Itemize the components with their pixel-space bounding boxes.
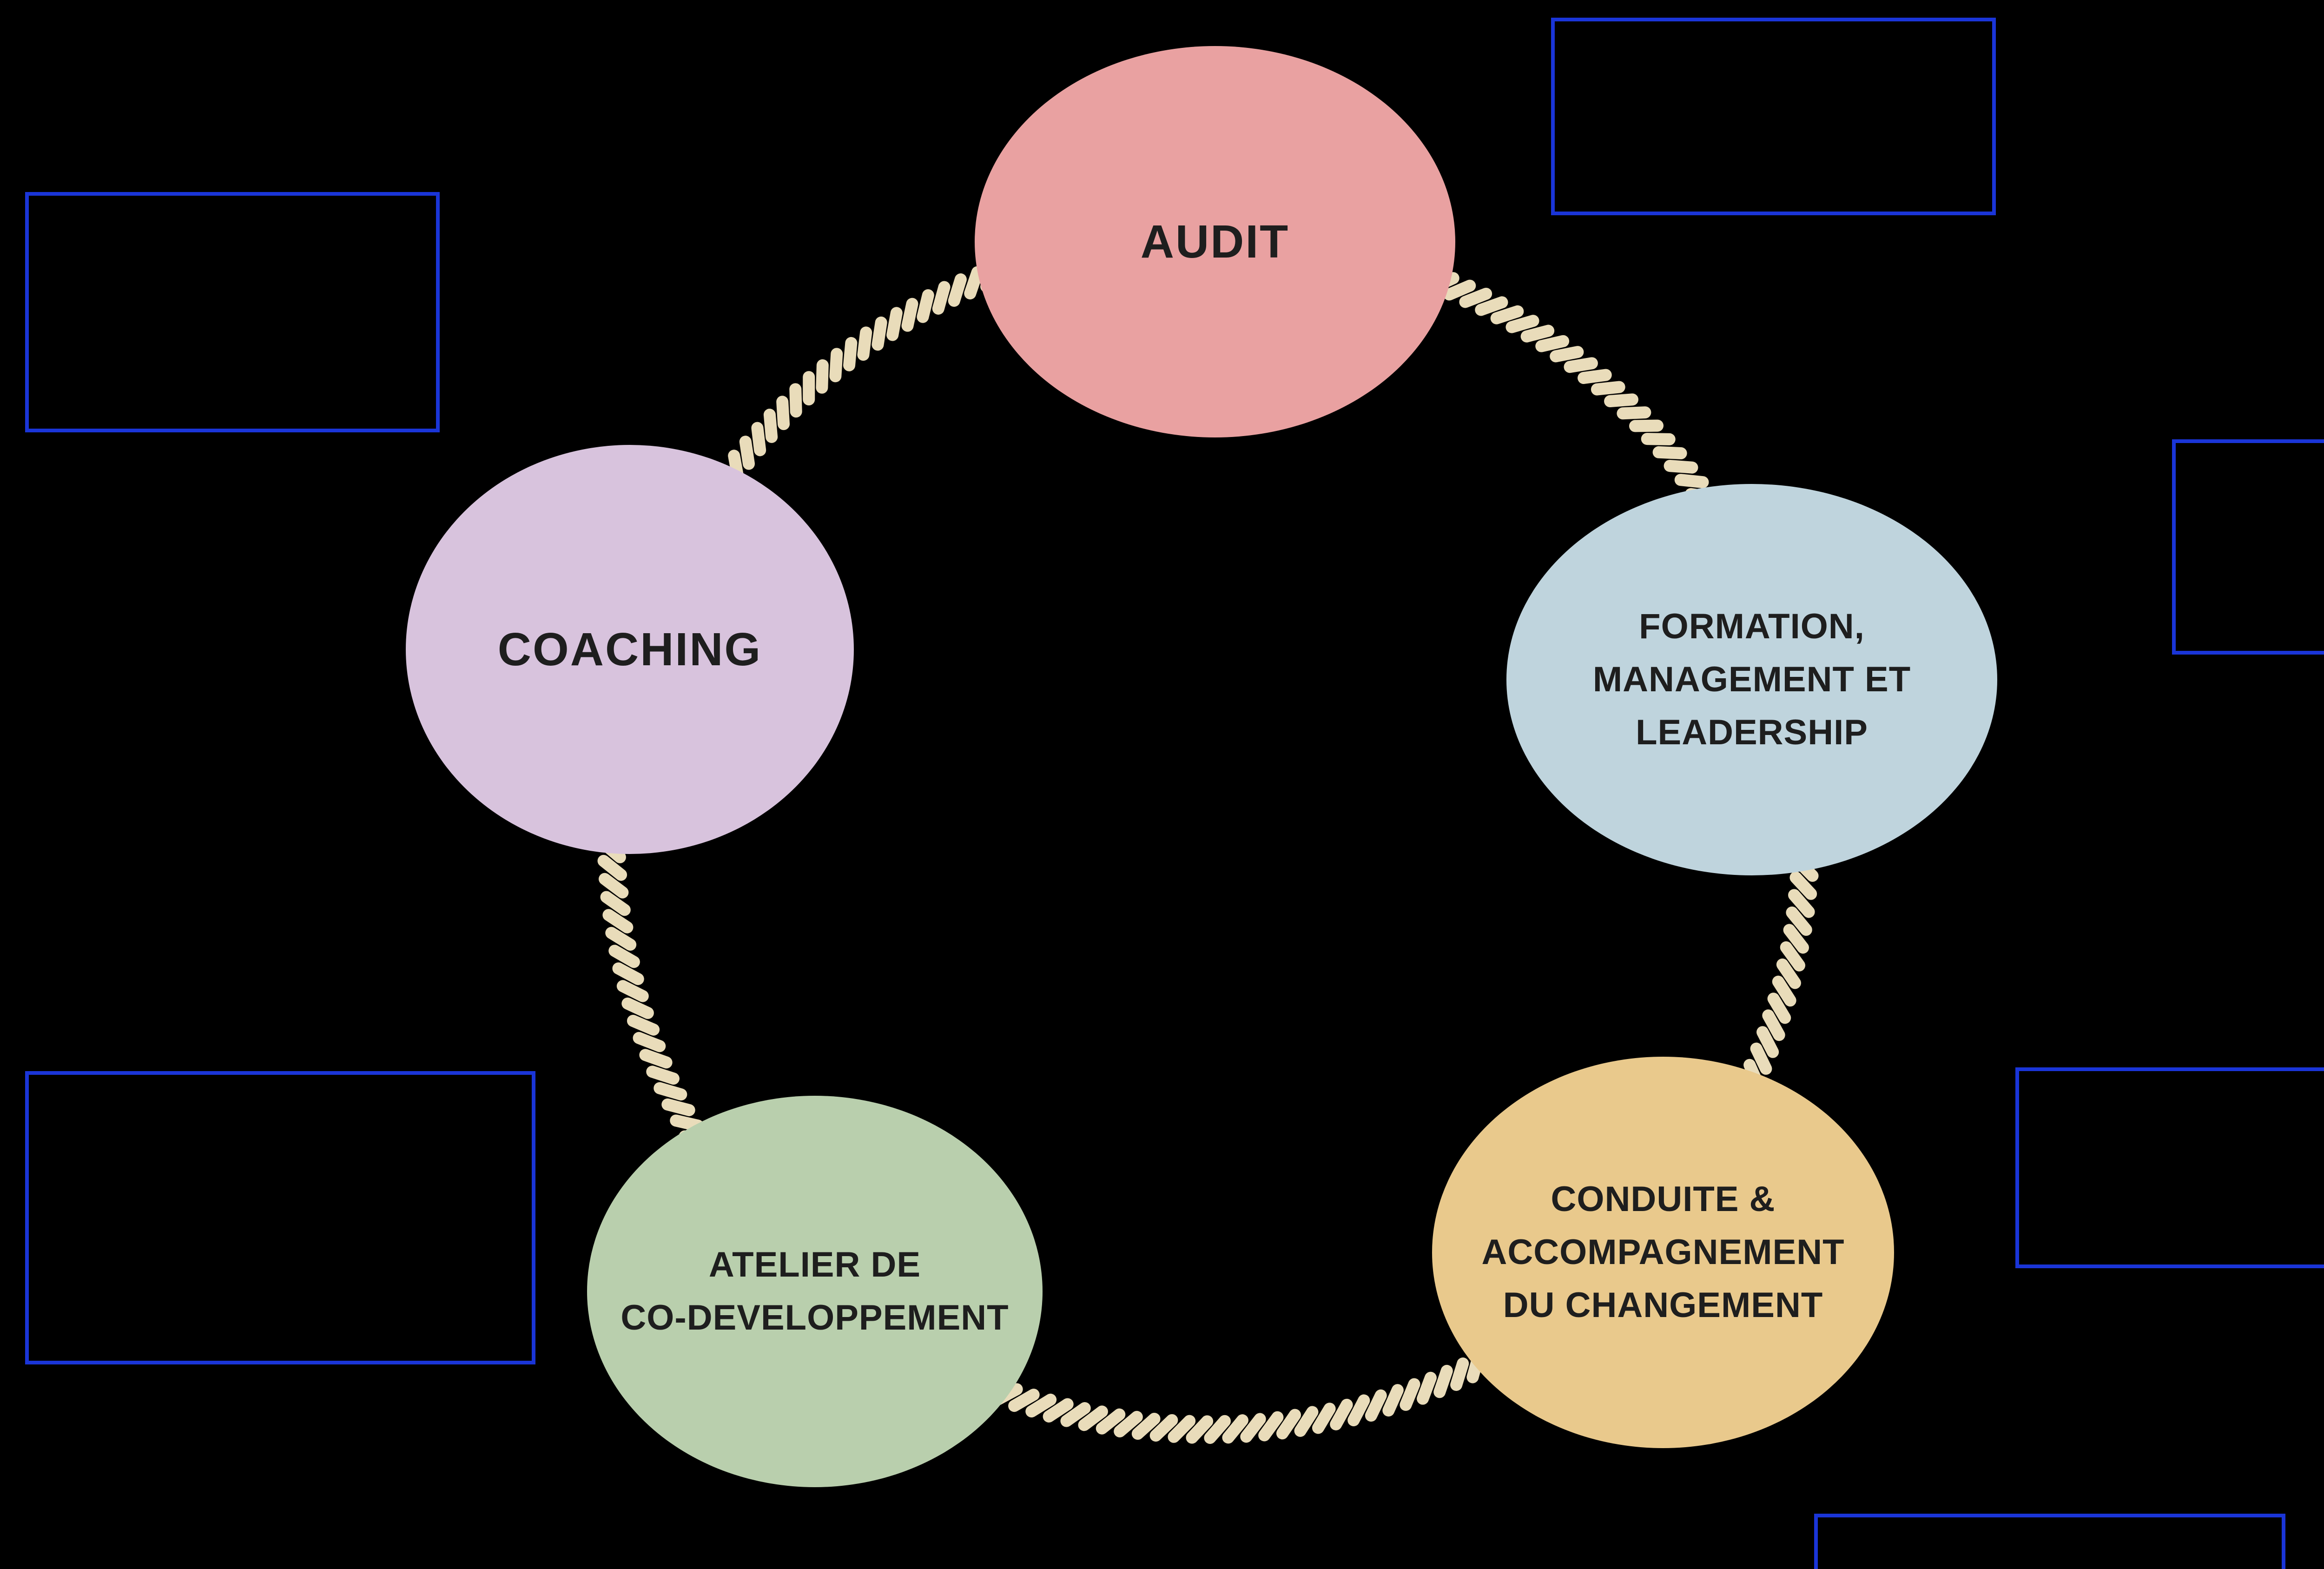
node-conduite-label: CONDUITE & ACCOMPAGNEMENT DU CHANGEMENT <box>1481 1179 1845 1325</box>
node-coaching: COACHING <box>406 445 854 854</box>
callout-box-right-middle <box>2172 439 2324 655</box>
node-atelier-label: ATELIER DE CO-DEVELOPPEMENT <box>621 1245 1009 1337</box>
node-formation-label: FORMATION, MANAGEMENT ET LEADERSHIP <box>1592 607 1911 752</box>
node-coaching-label: COACHING <box>497 623 762 675</box>
callout-box-left-bottom <box>25 1071 535 1364</box>
node-audit: AUDIT <box>975 46 1455 437</box>
node-atelier-co-developpement: ATELIER DE CO-DEVELOPPEMENT <box>587 1096 1043 1487</box>
callout-box-top-right <box>1551 18 1996 215</box>
callout-box-right-bottom <box>2015 1067 2324 1268</box>
node-formation-management-leadership: FORMATION, MANAGEMENT ET LEADERSHIP <box>1506 484 1997 875</box>
node-audit-label: AUDIT <box>1140 216 1290 268</box>
callout-box-left-top <box>25 192 440 432</box>
node-conduite-accompagnement-changement: CONDUITE & ACCOMPAGNEMENT DU CHANGEMENT <box>1432 1057 1894 1448</box>
callout-box-bottom-center <box>1814 1514 2285 1569</box>
